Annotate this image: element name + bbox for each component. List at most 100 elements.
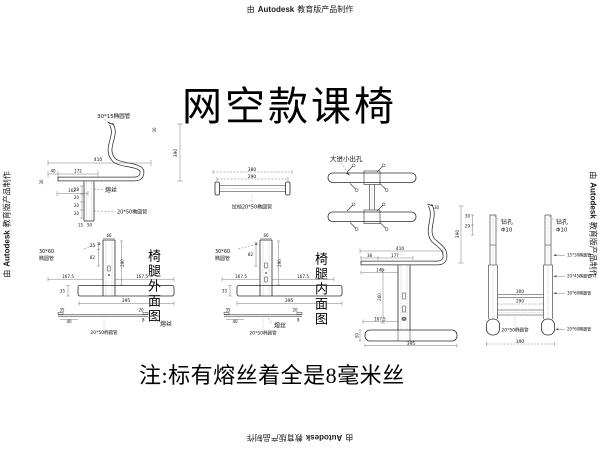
dim-167-left: 167.5	[235, 274, 247, 279]
drawing-base-top-view: 大进小出孔	[327, 154, 417, 231]
drill-label-right-line2: Φ10	[556, 228, 568, 234]
dim-290: 290	[277, 259, 282, 267]
dim-290: 290	[248, 174, 257, 180]
dim-35b: 35	[225, 308, 231, 313]
dim-50: 50	[355, 333, 360, 339]
dim-stack-4: 20	[74, 211, 80, 216]
note-text: 注:标有熔丝着全是8毫米丝	[139, 363, 405, 388]
dim-35: 35	[60, 289, 66, 294]
watermark-prefix: 由	[246, 5, 255, 14]
dim-390: 390	[173, 149, 179, 158]
front-dim-lines	[471, 214, 565, 346]
dim-167-right: 167.5	[297, 274, 309, 279]
bottom-tube-label: 20*50椭圆管	[90, 329, 118, 336]
base-leader	[340, 162, 350, 176]
dim-290: 290	[516, 299, 524, 304]
dim-177: 177	[391, 253, 399, 258]
dim-25: 25	[90, 243, 96, 248]
dim-35: 35	[222, 289, 228, 294]
dim-395: 395	[122, 298, 131, 304]
drawing-assembled-front-view: 30 29 钻孔 Φ10 钻孔 Φ10 15*30椭圆管 20*45椭圆管 30…	[465, 214, 591, 346]
dim-20: 20	[292, 308, 298, 313]
leg-inner-geometry	[223, 239, 343, 317]
side-geometry	[360, 203, 458, 342]
dim-390: 390	[455, 230, 461, 239]
backrest-top-tube-label: 30*15椭圆管	[97, 112, 131, 120]
stretcher-label: 拉档20*50椭圆管	[232, 204, 272, 211]
dim-stack-3: 20	[74, 203, 80, 208]
dim-38: 38	[367, 253, 373, 258]
drawing-backrest-side-view: 30*15椭圆管 410 40 172 30 162 30 28 20 20 2…	[39, 112, 183, 228]
dim-stack-1: 28	[74, 187, 80, 192]
tube-label-line1: 30*60	[39, 249, 54, 255]
dim-167-right: 167.5	[136, 274, 148, 279]
dim-50: 50	[87, 223, 93, 228]
screw-icon	[349, 183, 359, 192]
front-geometry	[486, 214, 555, 336]
screw-icon	[376, 163, 386, 173]
dim-162: 162	[68, 188, 76, 193]
dim-66: 66	[106, 233, 112, 238]
dim-40: 40	[66, 319, 72, 324]
dim-300: 300	[516, 289, 524, 294]
dim-rail-30: 30	[39, 179, 44, 185]
drill-label-left-line2: Φ10	[501, 228, 513, 234]
dim-260: 260	[377, 293, 382, 301]
screw-icon	[346, 163, 356, 173]
stretcher-geometry	[214, 181, 291, 196]
watermark-suffix: 教育版产品制作	[297, 5, 354, 14]
dim-8: 8	[297, 318, 300, 323]
watermark-suffix: 教育版产品制作	[2, 171, 12, 228]
watermark-suffix: 教育版产品制作	[246, 433, 303, 442]
backrest-geometry	[57, 122, 145, 222]
dim-380: 380	[248, 167, 257, 173]
leg-outer-geometry	[57, 239, 175, 317]
drawing-stretcher-bar: 380 290 拉档20*50椭圆管	[212, 167, 293, 211]
drawing-assembled-side-view: 30 390 410 38 177 148 260 167.5 68 50 39…	[355, 203, 464, 348]
bottom-tube-label: 20*50椭圆管	[249, 330, 277, 337]
base-geometry	[327, 170, 417, 224]
tube-label-1: 15*30椭圆管	[567, 252, 591, 258]
dim-30: 30	[152, 127, 157, 133]
dim-stack-2: 20	[74, 195, 80, 200]
backrest-bottom-tube-label: 20*50椭圆管	[117, 209, 147, 216]
dim-68: 68	[401, 317, 407, 322]
drawing-leg-inner-view: 30*60 椭圆管 66 82 290 167.5 167.5 35 395 3…	[215, 233, 343, 337]
dim-40: 40	[50, 169, 56, 174]
dim-410: 410	[396, 246, 405, 252]
leg-outer-view-title: 椅腿外面图	[146, 249, 161, 324]
dim-395: 395	[407, 341, 416, 347]
watermark-prefix: 由	[345, 433, 354, 442]
watermark-prefix: 由	[588, 171, 598, 180]
dim-40: 40	[232, 319, 238, 324]
drill-label-right-line1: 钻孔	[556, 218, 568, 226]
weld-label: 熔丝	[160, 320, 172, 328]
backrest-dim-lines	[47, 119, 183, 219]
dim-35b: 35	[59, 308, 65, 313]
hole-label: 大进小出孔	[330, 154, 363, 163]
screw-icon	[379, 183, 389, 192]
dim-8: 8	[142, 318, 145, 323]
dim-410: 410	[94, 157, 103, 163]
stretcher-dim-lines	[212, 170, 293, 203]
dim-15: 15	[78, 223, 84, 228]
screw-icon	[349, 222, 359, 231]
dim-66: 66	[263, 233, 269, 238]
dim-82: 82	[248, 252, 254, 257]
bottom-tube-label: 20*50椭圆管	[501, 327, 529, 334]
drill-label-left-line1: 钻孔	[501, 218, 513, 226]
dim-30: 30	[465, 214, 471, 219]
watermark-brand: Autodesk	[257, 5, 295, 14]
dim-167: 167.5	[374, 317, 386, 322]
screw-icon	[379, 222, 389, 231]
screw-icon	[346, 202, 356, 212]
dim-20: 20	[138, 308, 144, 313]
screw-icon	[376, 202, 386, 212]
dim-82: 82	[90, 255, 96, 260]
tube-label-2: 20*45椭圆管	[567, 273, 591, 279]
tube-label-line1: 30*60	[215, 249, 230, 255]
leg-inner-dim-lines	[221, 237, 343, 330]
page-title: 网空款课椅	[182, 84, 397, 129]
